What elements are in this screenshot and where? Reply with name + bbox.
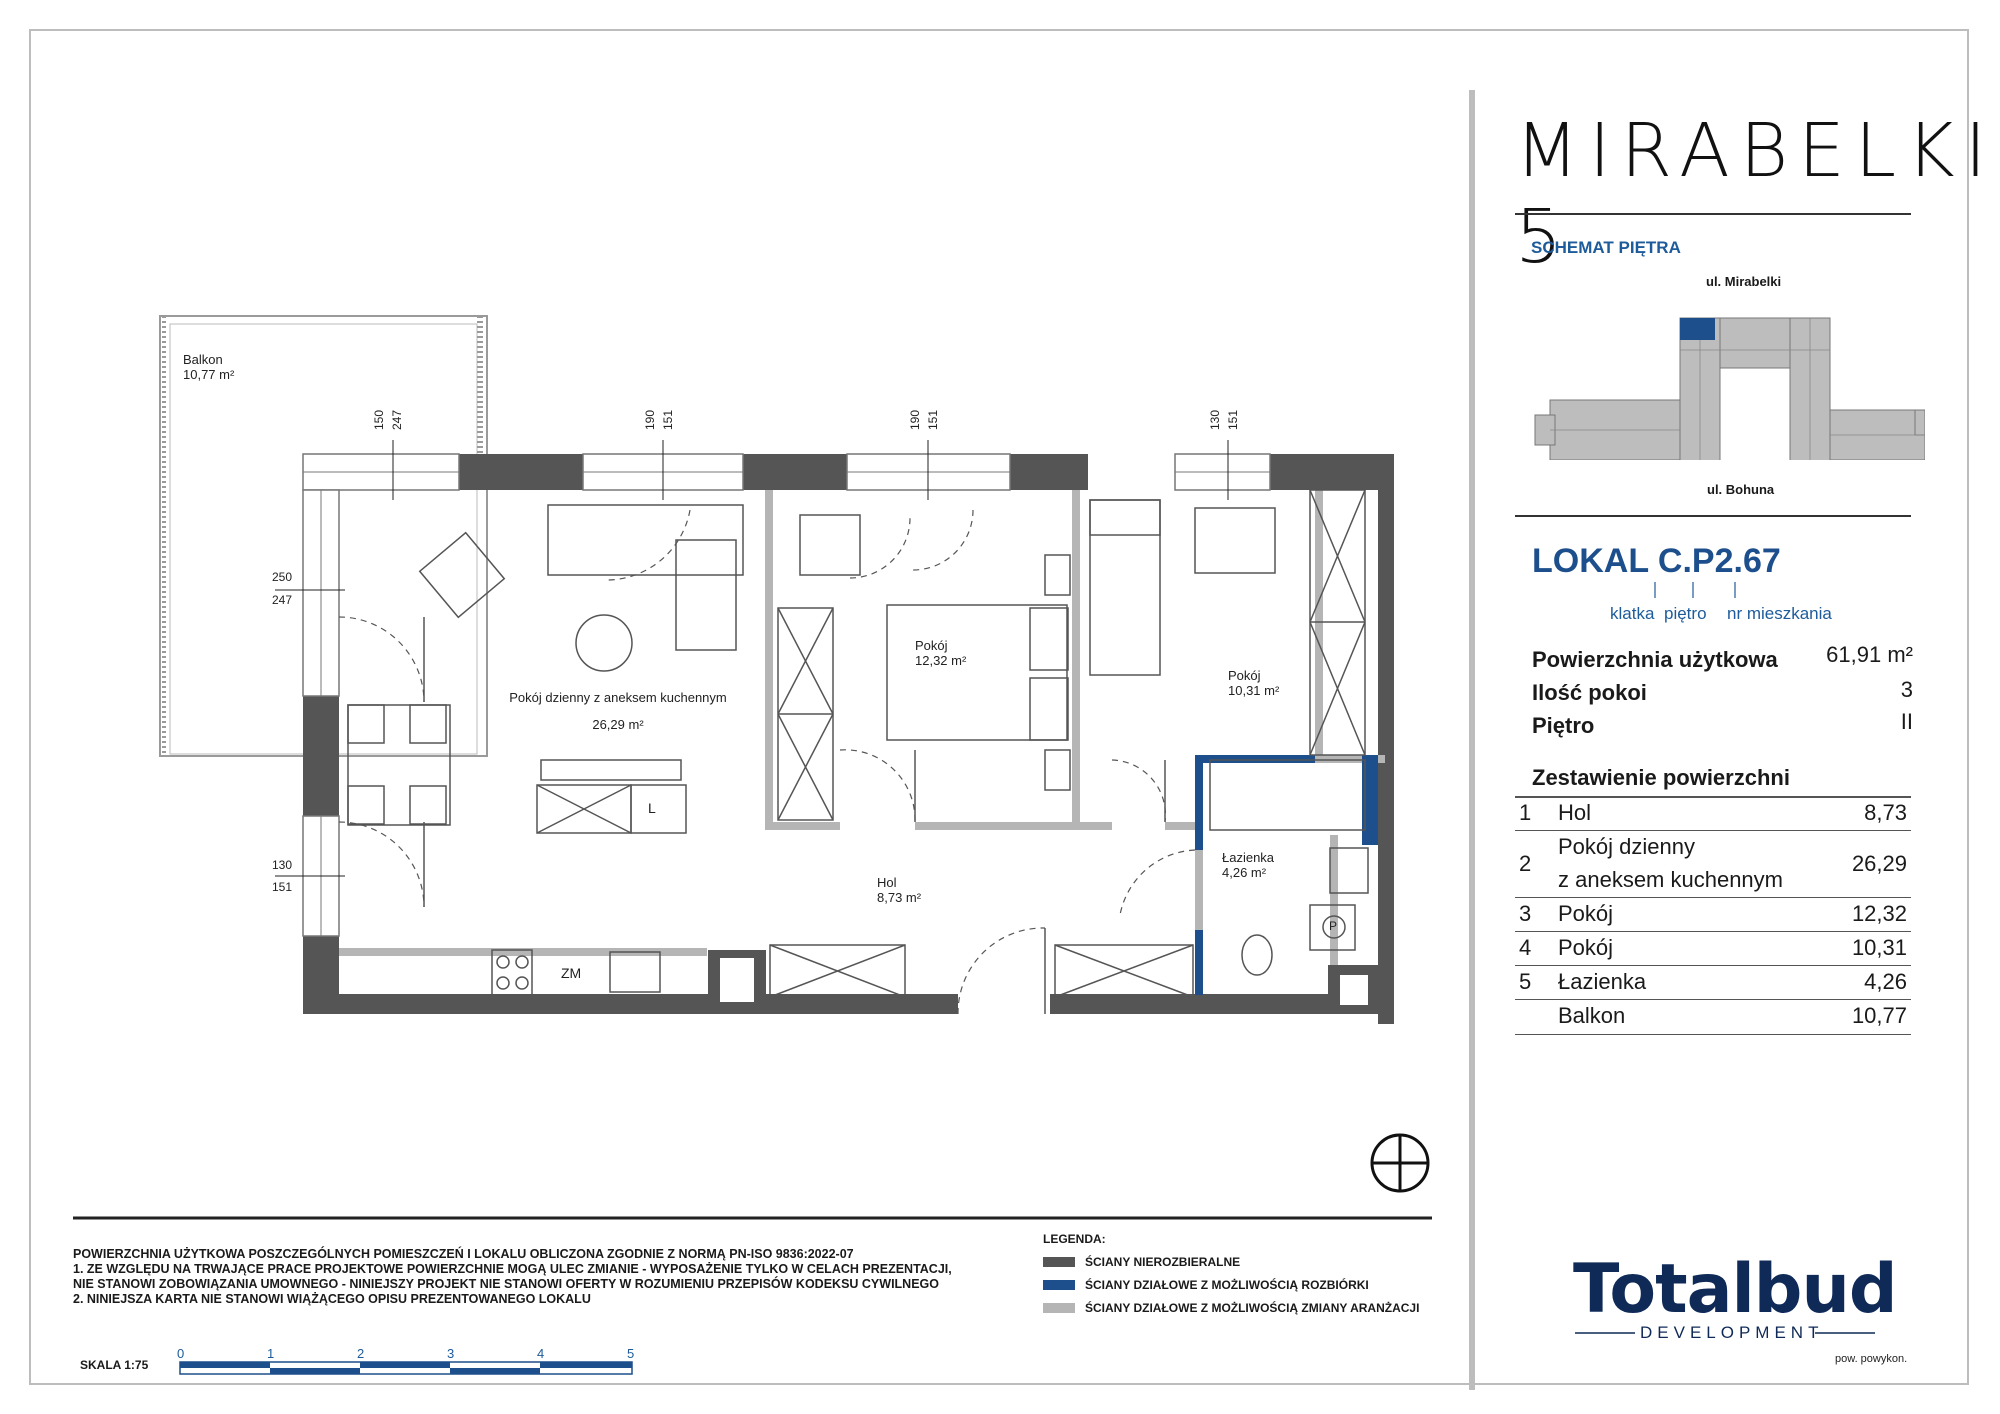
boiler-icon (1322, 915, 1346, 939)
dim-window-4a: 130 (1208, 409, 1222, 430)
scale-bar (179, 1361, 633, 1375)
legend-item-structural: ŚCIANY NIEROZBIERALNE (1043, 1255, 1240, 1269)
swatch-removable (1043, 1280, 1075, 1290)
area-value: 61,91 m² (1826, 642, 1913, 667)
unit-sub-klatka: klatka (1610, 604, 1655, 623)
notes-block: POWIERZCHNIA UŻYTKOWA POSZCZEGÓLNYCH POM… (73, 1247, 952, 1306)
door-swings (338, 509, 1196, 1015)
brand-title: MIRABELKI 5 (1515, 108, 1997, 280)
floor-scheme-map (1534, 317, 1925, 460)
scale-tick: 5 (627, 1346, 635, 1361)
dim-window-3a: 190 (908, 409, 922, 430)
floor-label: Piętro (1532, 713, 1595, 738)
rooms-value: 3 (1900, 677, 1913, 702)
floor-scheme-label: SCHEMAT PIĘTRA (1531, 238, 1681, 257)
door-leaves (423, 617, 1166, 1014)
scale-label: SKALA 1:75 (80, 1358, 149, 1372)
table-row: 3 Pokój 12,32 (1515, 898, 1911, 932)
table-row: 5 Łazienka 4,26 (1515, 966, 1911, 1000)
dim-window-1a: 150 (372, 409, 386, 430)
developer-logo-lines (1575, 1332, 1875, 1334)
scale-tick: 0 (177, 1346, 185, 1361)
header-rule (1515, 213, 1911, 215)
swatch-structural (1043, 1257, 1075, 1267)
unit-title: LOKAL C.P2.67 (1532, 542, 1781, 580)
partition-walls (339, 490, 1385, 995)
area-label: Powierzchnia użytkowa (1532, 647, 1778, 672)
table-row: 1 Hol 8,73 (1515, 797, 1911, 831)
swatch-partition (1043, 1303, 1075, 1313)
hob (496, 955, 529, 990)
table-row: Balkon 10,77 (1515, 1000, 1911, 1035)
furniture (347, 499, 1369, 996)
unit-sub-ticks (1654, 582, 1736, 598)
page-frame (29, 29, 1969, 1385)
dim-window-2a: 190 (643, 409, 657, 430)
street-top-label: ul. Mirabelki (1706, 274, 1782, 289)
dim-side-1b: 247 (272, 593, 293, 607)
developer-logo: Totalbud (1573, 1250, 1898, 1329)
developer-note: pow. powykon. (1835, 1353, 1908, 1365)
scale-tick: 4 (537, 1346, 545, 1361)
legend-title: LEGENDA: (1043, 1232, 1106, 1246)
dim-side-1a: 250 (272, 570, 293, 584)
scale-tick: 3 (447, 1346, 455, 1361)
dim-side-2b: 151 (272, 880, 293, 894)
scale-tick: 2 (357, 1346, 365, 1361)
scheme-rule (1515, 515, 1911, 517)
sink-label: L (648, 800, 656, 816)
rooms-label: Ilość pokoi (1532, 680, 1647, 705)
floor-plan (73, 315, 1432, 1375)
table-row: 4 Pokój 10,31 (1515, 932, 1911, 966)
street-bottom-label: ul. Bohuna (1707, 482, 1775, 497)
summary-top-rule (1515, 796, 1911, 798)
dim-window-2b: 151 (661, 409, 675, 430)
boiler-label: P (1329, 919, 1338, 933)
vertical-separator (1469, 90, 1475, 1390)
dim-window-3b: 151 (926, 409, 940, 430)
dim-window-1b: 247 (390, 409, 404, 430)
windows (302, 453, 1271, 937)
unit-sub-nr: nr mieszkania (1727, 604, 1832, 623)
removable-walls (1195, 755, 1378, 995)
wardrobes (536, 489, 1366, 998)
scale-tick: 1 (267, 1346, 275, 1361)
legend-item-partition: ŚCIANY DZIAŁOWE Z MOŻLIWOŚCIĄ ZMIANY ARA… (1043, 1301, 1419, 1315)
unit-sub-pietro: piętro (1664, 604, 1707, 623)
dimension-lines (275, 440, 1229, 877)
floor-value: II (1900, 709, 1913, 734)
table-row: 2 Pokój dzienny z aneksem kuchennym 26,2… (1515, 831, 1911, 898)
fridge-label: ZM (561, 965, 582, 981)
north-arrow-icon (1370, 1133, 1430, 1193)
window-lines (303, 471, 1270, 936)
developer-sub: DEVELOPMENT (1640, 1323, 1824, 1342)
dim-side-2a: 130 (272, 858, 293, 872)
summary-title: Zestawienie powierzchni (1532, 765, 1790, 790)
dim-window-4b: 151 (1226, 409, 1240, 430)
structural-walls (303, 454, 1394, 1024)
legend-item-removable: ŚCIANY DZIAŁOWE Z MOŻLIWOŚCIĄ ROZBIÓRKI (1043, 1278, 1369, 1292)
